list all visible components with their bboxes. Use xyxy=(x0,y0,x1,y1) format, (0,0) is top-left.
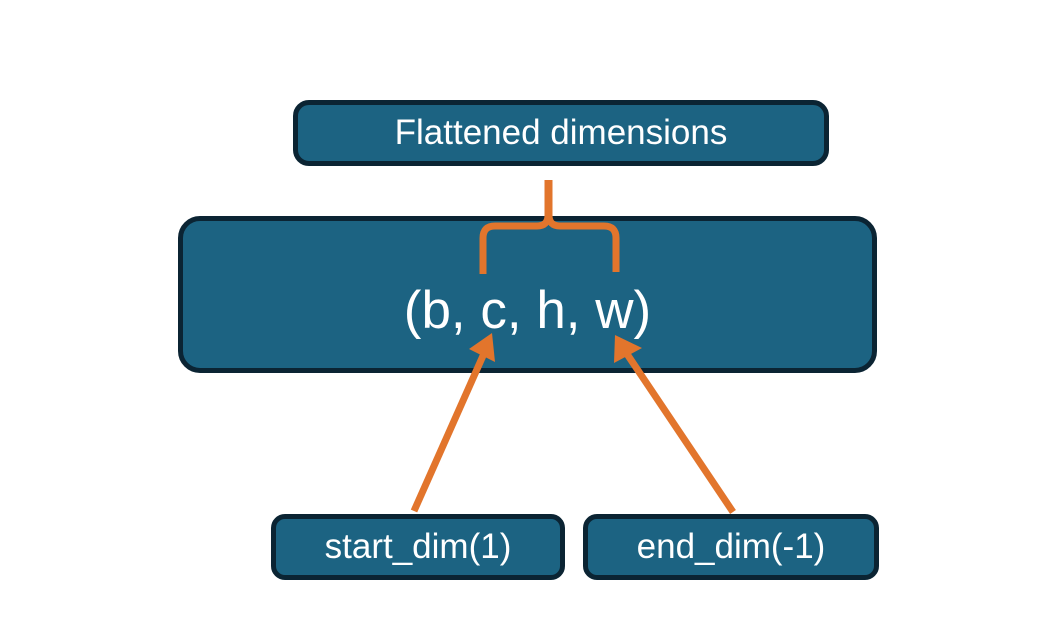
flattened-dimensions-box: Flattened dimensions xyxy=(293,100,829,166)
start-dim-box: start_dim(1) xyxy=(271,514,565,580)
end-dim-label: end_dim(-1) xyxy=(636,526,826,566)
tensor-shape-box: (b, c, h, w) xyxy=(178,216,877,373)
start-dim-label: start_dim(1) xyxy=(324,526,512,566)
end-dim-box: end_dim(-1) xyxy=(583,514,879,580)
flattened-dimensions-label: Flattened dimensions xyxy=(394,112,728,152)
tensor-shape-label: (b, c, h, w) xyxy=(403,281,652,341)
